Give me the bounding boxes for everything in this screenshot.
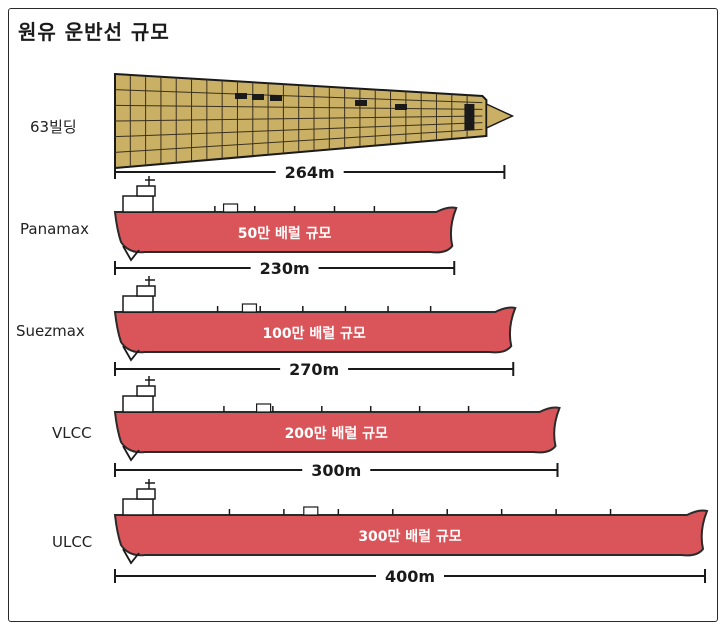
ship-vlcc-dimension-label-bg bbox=[302, 459, 371, 481]
ship-label-suezmax: Suezmax bbox=[16, 322, 85, 340]
ship-panamax-dimension-label-bg bbox=[250, 257, 319, 279]
ship-suezmax-rudder bbox=[122, 345, 140, 362]
building-label: 63빌딩 bbox=[30, 118, 77, 136]
ship-vlcc-bridge-top bbox=[136, 385, 156, 397]
building-window-block bbox=[395, 104, 407, 110]
ship-panamax-deck-crane bbox=[222, 203, 239, 213]
building-window-block bbox=[464, 104, 475, 130]
ship-vlcc-bridge bbox=[122, 395, 154, 413]
ship-suezmax-hull bbox=[113, 306, 517, 354]
building-dimension-label-bg bbox=[275, 161, 344, 183]
building-window-block bbox=[270, 95, 282, 101]
ship-vlcc-rudder bbox=[122, 445, 140, 462]
building-spire bbox=[485, 102, 515, 130]
ship-suezmax-bridge bbox=[122, 295, 154, 313]
ship-vlcc-dimension-label: 300m bbox=[311, 461, 361, 480]
ship-panamax-dimension-label: 230m bbox=[260, 259, 310, 278]
ship-suezmax-dimension-label: 270m bbox=[289, 360, 339, 379]
ship-label-panamax: Panamax bbox=[20, 220, 89, 238]
ship-panamax-capacity-label: 50만 배럴 규모 bbox=[238, 226, 332, 242]
ship-vlcc-deck-crane bbox=[256, 403, 272, 413]
ship-vlcc-capacity-label: 200만 배럴 규모 bbox=[285, 426, 388, 442]
building-body bbox=[114, 72, 488, 170]
ship-suezmax-bridge-top bbox=[136, 285, 156, 297]
ship-ulcc-hull bbox=[113, 509, 709, 557]
ship-ulcc-deck-crane bbox=[303, 506, 319, 516]
ship-ulcc-capacity-label: 300만 배럴 규모 bbox=[358, 529, 461, 545]
building-window-block bbox=[355, 100, 367, 106]
ship-panamax-rudder bbox=[122, 245, 140, 262]
ship-ulcc-dimension-label: 400m bbox=[385, 567, 435, 586]
ship-panamax-hull bbox=[113, 206, 458, 254]
ship-ulcc-dimension-label-bg bbox=[376, 565, 444, 587]
diagram-title: 원유 운반선 규모 bbox=[18, 20, 170, 44]
building-dimension-label: 264m bbox=[285, 163, 335, 182]
ship-vlcc-hull bbox=[113, 406, 561, 454]
ship-ulcc-rudder bbox=[122, 548, 140, 565]
ship-panamax-bridge-top bbox=[136, 185, 156, 197]
ship-panamax-bridge bbox=[122, 195, 154, 213]
ship-label-vlcc: VLCC bbox=[52, 424, 92, 442]
ship-suezmax-deck-crane bbox=[241, 303, 258, 313]
building-window-block bbox=[235, 93, 247, 99]
building-window-block bbox=[252, 94, 264, 100]
diagram-frame bbox=[8, 8, 718, 622]
ship-ulcc-bridge bbox=[122, 498, 154, 516]
ship-label-ulcc: ULCC bbox=[52, 533, 93, 551]
ship-suezmax-dimension-label-bg bbox=[280, 358, 349, 380]
ship-suezmax-capacity-label: 100만 배럴 규모 bbox=[262, 326, 365, 342]
ship-ulcc-bridge-top bbox=[136, 488, 156, 500]
